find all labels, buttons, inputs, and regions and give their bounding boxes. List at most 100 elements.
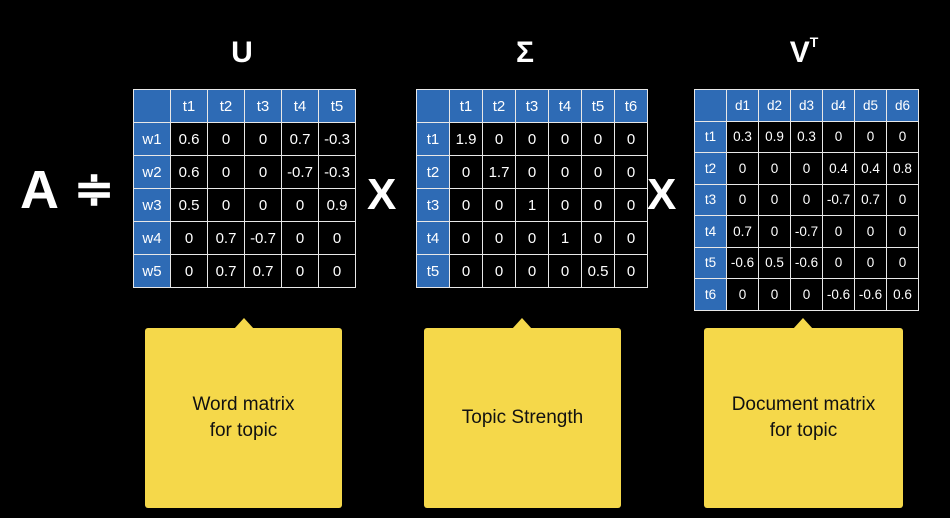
- approx-equal-symbol: ≑: [74, 163, 115, 216]
- matrix-cell: 0.7: [207, 221, 245, 255]
- matrix-cell: 0: [449, 188, 483, 222]
- row-header-t4: t4: [416, 221, 450, 255]
- row-header-t1: t1: [416, 122, 450, 156]
- matrix-cell: 0.6: [170, 122, 208, 156]
- row-header-t5: t5: [694, 246, 727, 279]
- row-header-t3: t3: [416, 188, 450, 222]
- matrix-cell: 1: [515, 188, 549, 222]
- row-header-w4: w4: [133, 221, 171, 255]
- matrix-cell: 0: [758, 183, 791, 216]
- matrix-cell: 0: [281, 221, 319, 255]
- matrix-cell: 0: [758, 152, 791, 185]
- matrix-cell: 0.7: [281, 122, 319, 156]
- matrix-cell: 0: [170, 254, 208, 288]
- matrix-cell: 0: [614, 188, 648, 222]
- matrix-cell: 0.7: [726, 215, 759, 248]
- matrix-cell: 0.4: [854, 152, 887, 185]
- sigma-matrix-title: Σ: [515, 36, 534, 69]
- sigma-note-card: Topic Strength: [424, 318, 621, 508]
- matrix-cell: 0.9: [318, 188, 356, 222]
- column-header-d2: d2: [758, 89, 791, 122]
- column-header-t5: t5: [581, 89, 615, 123]
- matrix-cell: 0: [207, 155, 245, 189]
- matrix-cell: 0: [581, 188, 615, 222]
- matrix-cell: 0: [515, 122, 549, 156]
- matrix-cell: 0: [790, 278, 823, 311]
- matrix-cell: 0: [515, 155, 549, 189]
- matrix-cell: 0.6: [886, 278, 919, 311]
- column-header-d5: d5: [854, 89, 887, 122]
- matrix-cell: -0.7: [790, 215, 823, 248]
- matrix-cell: 0.9: [758, 120, 791, 153]
- matrix-cell: 0: [822, 215, 855, 248]
- sigma-note-text: Topic Strength: [461, 407, 584, 428]
- v-note-card: Document matrix for topic: [704, 318, 903, 508]
- matrix-cell: -0.6: [822, 278, 855, 311]
- matrix-cell: 0: [886, 120, 919, 153]
- matrix-cell: 0: [614, 254, 648, 288]
- matrix-cell: 0: [726, 152, 759, 185]
- matrix-cell: 0: [614, 221, 648, 255]
- matrix-cell: 0: [614, 122, 648, 156]
- row-header-t5: t5: [416, 254, 450, 288]
- matrix-cell: 0: [758, 278, 791, 311]
- matrix-cell: 0: [581, 155, 615, 189]
- matrix-cell: 0.3: [790, 120, 823, 153]
- matrix-cell: 0.5: [581, 254, 615, 288]
- matrix-cell: 0: [244, 155, 282, 189]
- matrix-cell: 0: [244, 122, 282, 156]
- matrix-cell: 0: [886, 215, 919, 248]
- matrix-cell: 0: [482, 122, 516, 156]
- matrix-cell: 0.3: [726, 120, 759, 153]
- matrix-cell: 0.7: [244, 254, 282, 288]
- matrix-cell: 1.9: [449, 122, 483, 156]
- matrix-cell: 0: [318, 221, 356, 255]
- row-header-w1: w1: [133, 122, 171, 156]
- column-header-d4: d4: [822, 89, 855, 122]
- matrix-cell: 0: [886, 183, 919, 216]
- column-header-t4: t4: [548, 89, 582, 123]
- u-note-text: Word matrix for topic: [192, 394, 295, 441]
- matrix-cell: 0.7: [207, 254, 245, 288]
- matrix-cell: -0.7: [281, 155, 319, 189]
- v-note-text: Document matrix for topic: [731, 394, 876, 441]
- matrix-cell: 0.4: [822, 152, 855, 185]
- column-header-t1: t1: [449, 89, 483, 123]
- row-header-w5: w5: [133, 254, 171, 288]
- matrix-cell: 0: [581, 221, 615, 255]
- column-header-t3: t3: [244, 89, 282, 123]
- matrix-cell: -0.6: [854, 278, 887, 311]
- row-header-t2: t2: [416, 155, 450, 189]
- matrix-cell: -0.6: [726, 246, 759, 279]
- matrix-cell: 0: [726, 278, 759, 311]
- matrix-cell: 0: [207, 188, 245, 222]
- matrix-cell: 0: [726, 183, 759, 216]
- matrix-cell: 0.8: [886, 152, 919, 185]
- matrix-cell: 0: [515, 221, 549, 255]
- matrix-cell: 0: [854, 246, 887, 279]
- matrix-cell: 0: [244, 188, 282, 222]
- matrix-cell: 0.5: [170, 188, 208, 222]
- matrix-cell: 0.6: [170, 155, 208, 189]
- u-note-card: Word matrix for topic: [145, 318, 342, 508]
- matrix-cell: 0: [614, 155, 648, 189]
- column-header-t2: t2: [207, 89, 245, 123]
- column-header-d1: d1: [726, 89, 759, 122]
- column-header-d3: d3: [790, 89, 823, 122]
- matrix-cell: -0.7: [822, 183, 855, 216]
- multiply-symbol-2: X: [647, 170, 677, 219]
- matrix-cell: 0: [449, 254, 483, 288]
